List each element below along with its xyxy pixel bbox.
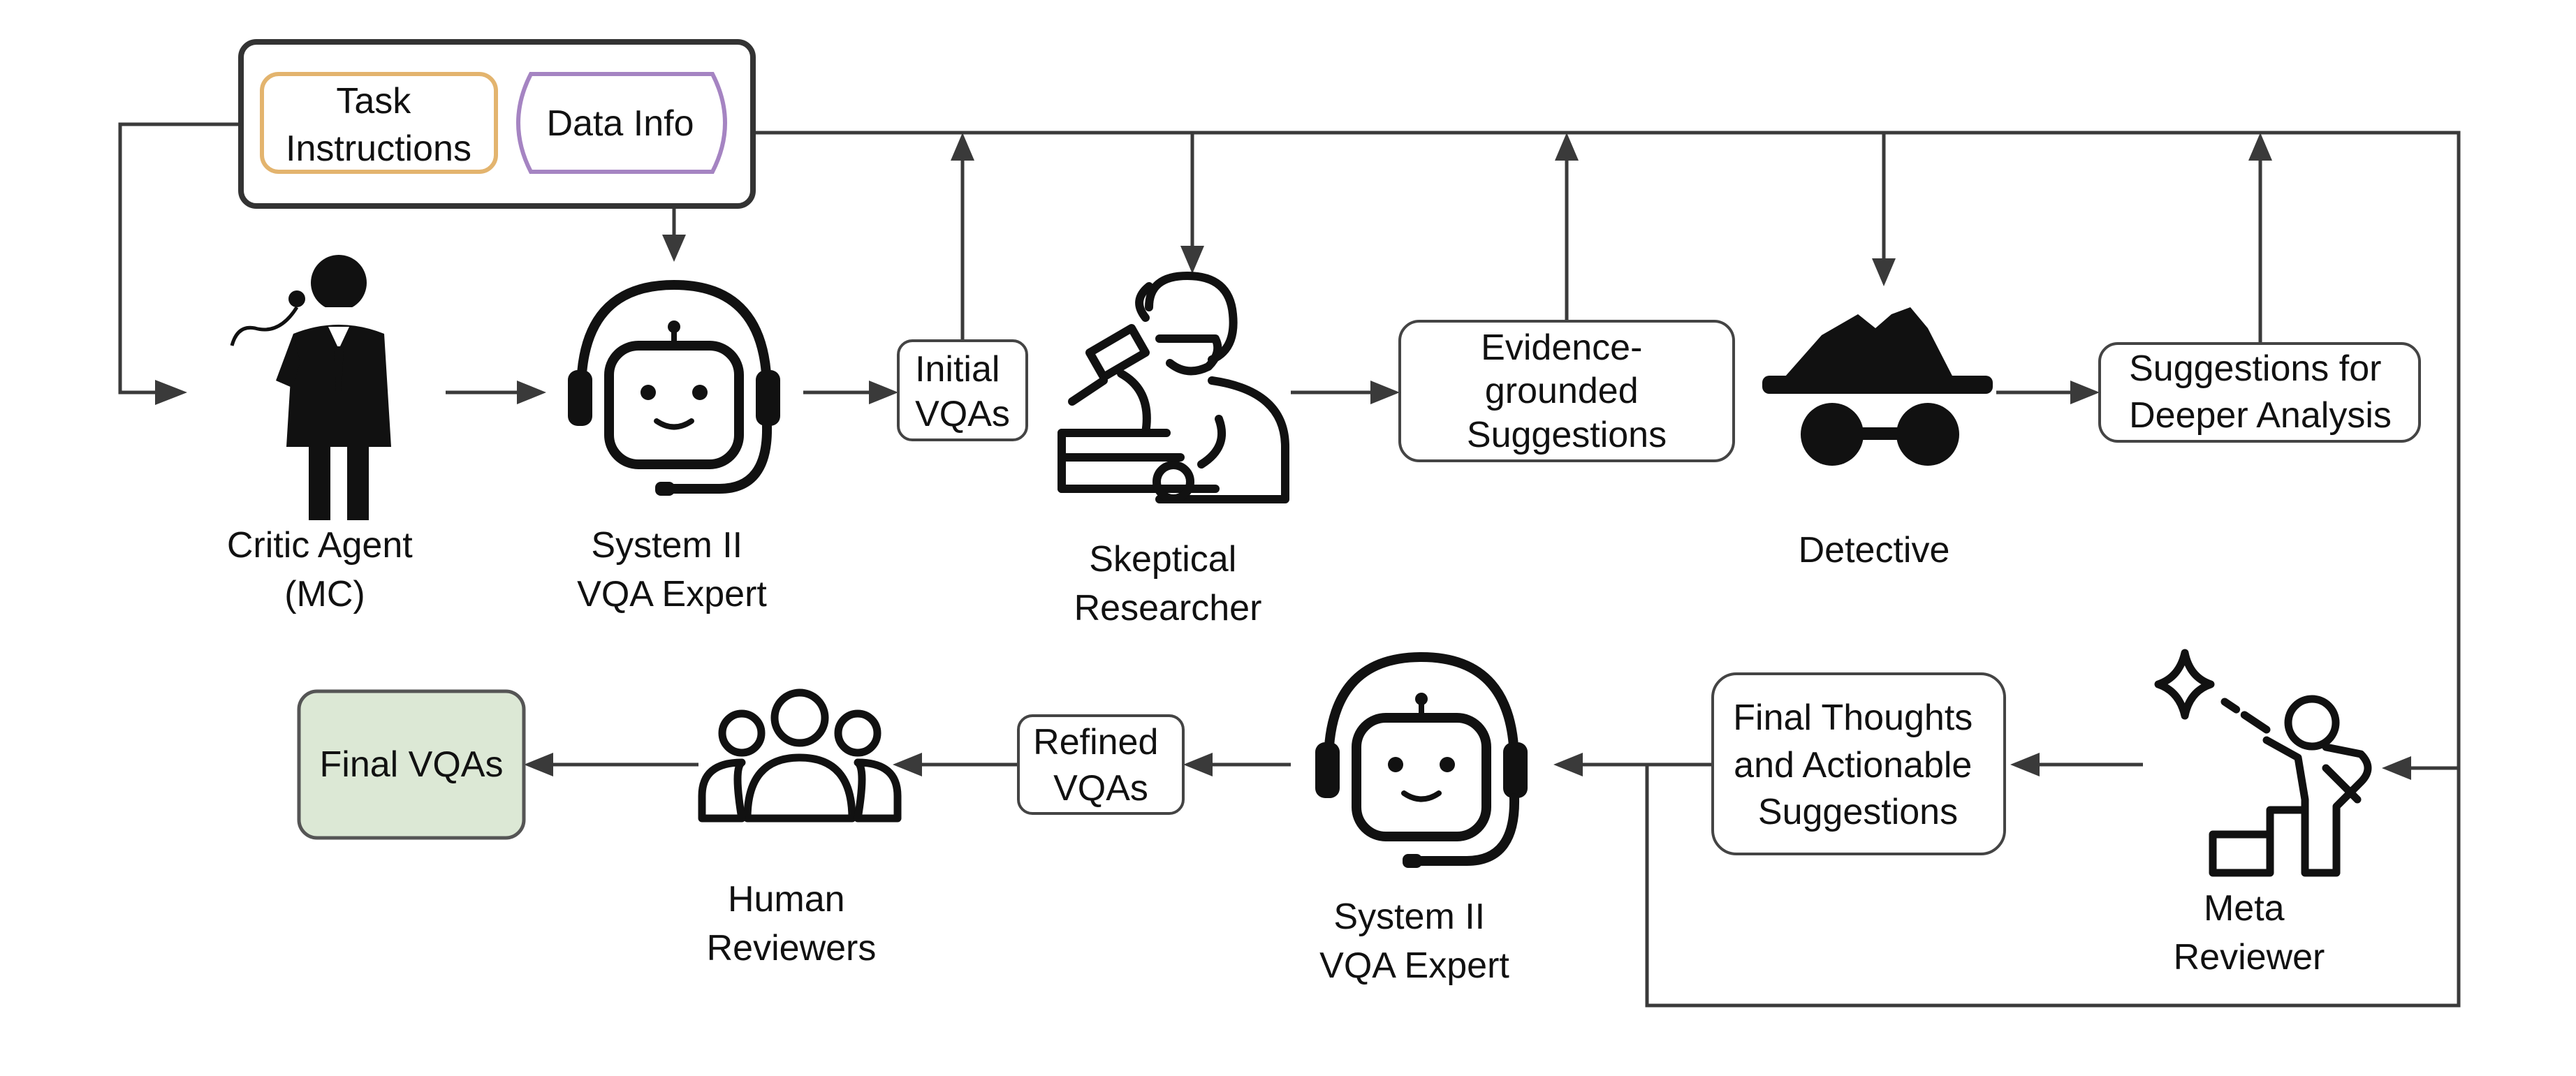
- robot-headset-icon: [568, 280, 780, 496]
- final-vqas-box: Final VQAs: [297, 689, 526, 840]
- arrow-head: [869, 381, 898, 404]
- arrow-head: [1872, 258, 1896, 286]
- svg-text:Initial VQAs: Initial VQAs: [915, 349, 1010, 434]
- critic-agent-label-line1: Critic Agent: [227, 525, 413, 566]
- data-info-label: Data Info: [546, 103, 694, 144]
- svg-text:Human Reviewers: Human Reviewers: [707, 879, 877, 968]
- evidence-line3: Suggestions: [1467, 415, 1667, 455]
- svg-text:Task Instructions: Task Instructions: [286, 81, 471, 169]
- skeptic-label-line2: Researcher: [1074, 588, 1262, 628]
- deeper-line1: Suggestions for: [2129, 348, 2381, 389]
- evidence-suggestions-box: Evidence- grounded Suggestions: [1398, 320, 1735, 462]
- initial-vqas-box: Initial VQAs: [897, 339, 1028, 441]
- arrow-head: [2382, 756, 2411, 780]
- svg-text:System II VQA Expert: System II VQA Expert: [577, 525, 767, 614]
- arrow-head: [951, 133, 974, 161]
- refined-vqas-box: Refined VQAs: [1017, 714, 1185, 815]
- arrow-heads: [155, 133, 2411, 780]
- arrow-head: [517, 381, 546, 404]
- group-people-icon: [698, 688, 902, 823]
- robot-headset-icon-bottom: [1315, 652, 1528, 868]
- arrow-head: [662, 235, 686, 262]
- arrow-head: [2010, 753, 2040, 776]
- svg-text:Suggestions for Deeper A: Suggestions for Deeper Analysis: [2129, 348, 2392, 436]
- svg-text:Skeptical Researcher: Skeptical Researcher: [1074, 539, 1262, 628]
- deeper-line2: Deeper Analysis: [2129, 395, 2392, 436]
- final-vqas-frame: [297, 689, 526, 840]
- final-thoughts-box: Final Thoughts and Actionable Suggestion…: [1711, 672, 2006, 855]
- skeptic-label-line1: Skeptical: [1089, 539, 1236, 580]
- detective-label: Detective: [1799, 530, 1950, 570]
- bottom-loop-line: [1645, 765, 2461, 1008]
- svg-text:Meta Reviewer: Meta Reviewer: [2174, 888, 2325, 978]
- arrow-head: [1555, 133, 1579, 161]
- svg-text:Critic Agent (MC): Critic Agent (MC): [227, 525, 423, 614]
- microscope-researcher-icon: [1058, 272, 1289, 503]
- arrow-head: [1180, 246, 1204, 274]
- task-instructions-box: [260, 72, 498, 174]
- data-info-box: [516, 72, 727, 174]
- expert-bottom-label-line1: System II: [1333, 897, 1485, 937]
- svg-text:System II VQA Expert: System II VQA Expert: [1319, 897, 1509, 986]
- meta-reviewer-label-line2: Reviewer: [2174, 937, 2325, 978]
- human-reviewers-label-line2: Reviewers: [707, 928, 877, 968]
- evidence-line1: Evidence-: [1481, 327, 1642, 368]
- input-to-critic-line: [118, 122, 241, 395]
- final-thoughts-line2: and Actionable: [1734, 745, 1972, 786]
- arrow-head: [1370, 381, 1400, 404]
- arrow-head: [2070, 381, 2100, 404]
- star-reviewer-icon: [2154, 649, 2372, 877]
- final-vqas-label: Final VQAs: [320, 744, 504, 785]
- arrow-head: [524, 753, 553, 776]
- svg-text:Final Thoughts and Actio: Final Thoughts and Actionable Suggestion…: [1733, 698, 1982, 832]
- expert-top-label-line2: VQA Expert: [577, 574, 767, 614]
- evidence-line2: grounded: [1485, 371, 1639, 411]
- final-thoughts-line1: Final Thoughts: [1733, 698, 1973, 738]
- initial-vqas-line1: Initial: [915, 349, 1000, 390]
- input-container: Task Instructions Data Info: [238, 39, 756, 209]
- arrow-head: [2248, 133, 2272, 161]
- svg-text:Refined VQAs: Refined VQAs: [1033, 722, 1169, 809]
- connectors: [118, 122, 2461, 1008]
- meta-reviewer-label-line1: Meta: [2204, 888, 2285, 929]
- final-thoughts-line3: Suggestions: [1758, 792, 1958, 832]
- arrow-head: [1553, 753, 1583, 776]
- top-bus-line: [753, 131, 2461, 768]
- arrow-head: [893, 753, 922, 776]
- task-instructions-line2: Instructions: [286, 128, 471, 169]
- expert-bottom-label-line2: VQA Expert: [1319, 945, 1509, 986]
- critic-agent-label-line2: (MC): [284, 574, 365, 614]
- detective-icon: [1762, 307, 1993, 466]
- arrow-head: [1183, 753, 1213, 776]
- arrow-head: [155, 380, 187, 405]
- refined-vqas-line1: Refined: [1033, 722, 1158, 762]
- refined-vqas-line2: VQAs: [1053, 768, 1148, 809]
- initial-vqas-line2: VQAs: [915, 394, 1010, 434]
- svg-text:Evidence- grounded: Evidence- grounded Suggestions: [1467, 327, 1667, 455]
- task-instructions-line1: Task: [336, 81, 411, 121]
- deeper-analysis-box: Suggestions for Deeper Analysis: [2098, 342, 2421, 443]
- microphone-person-icon: [230, 255, 391, 520]
- expert-top-label-line1: System II: [591, 525, 742, 566]
- human-reviewers-label-line1: Human: [728, 879, 845, 920]
